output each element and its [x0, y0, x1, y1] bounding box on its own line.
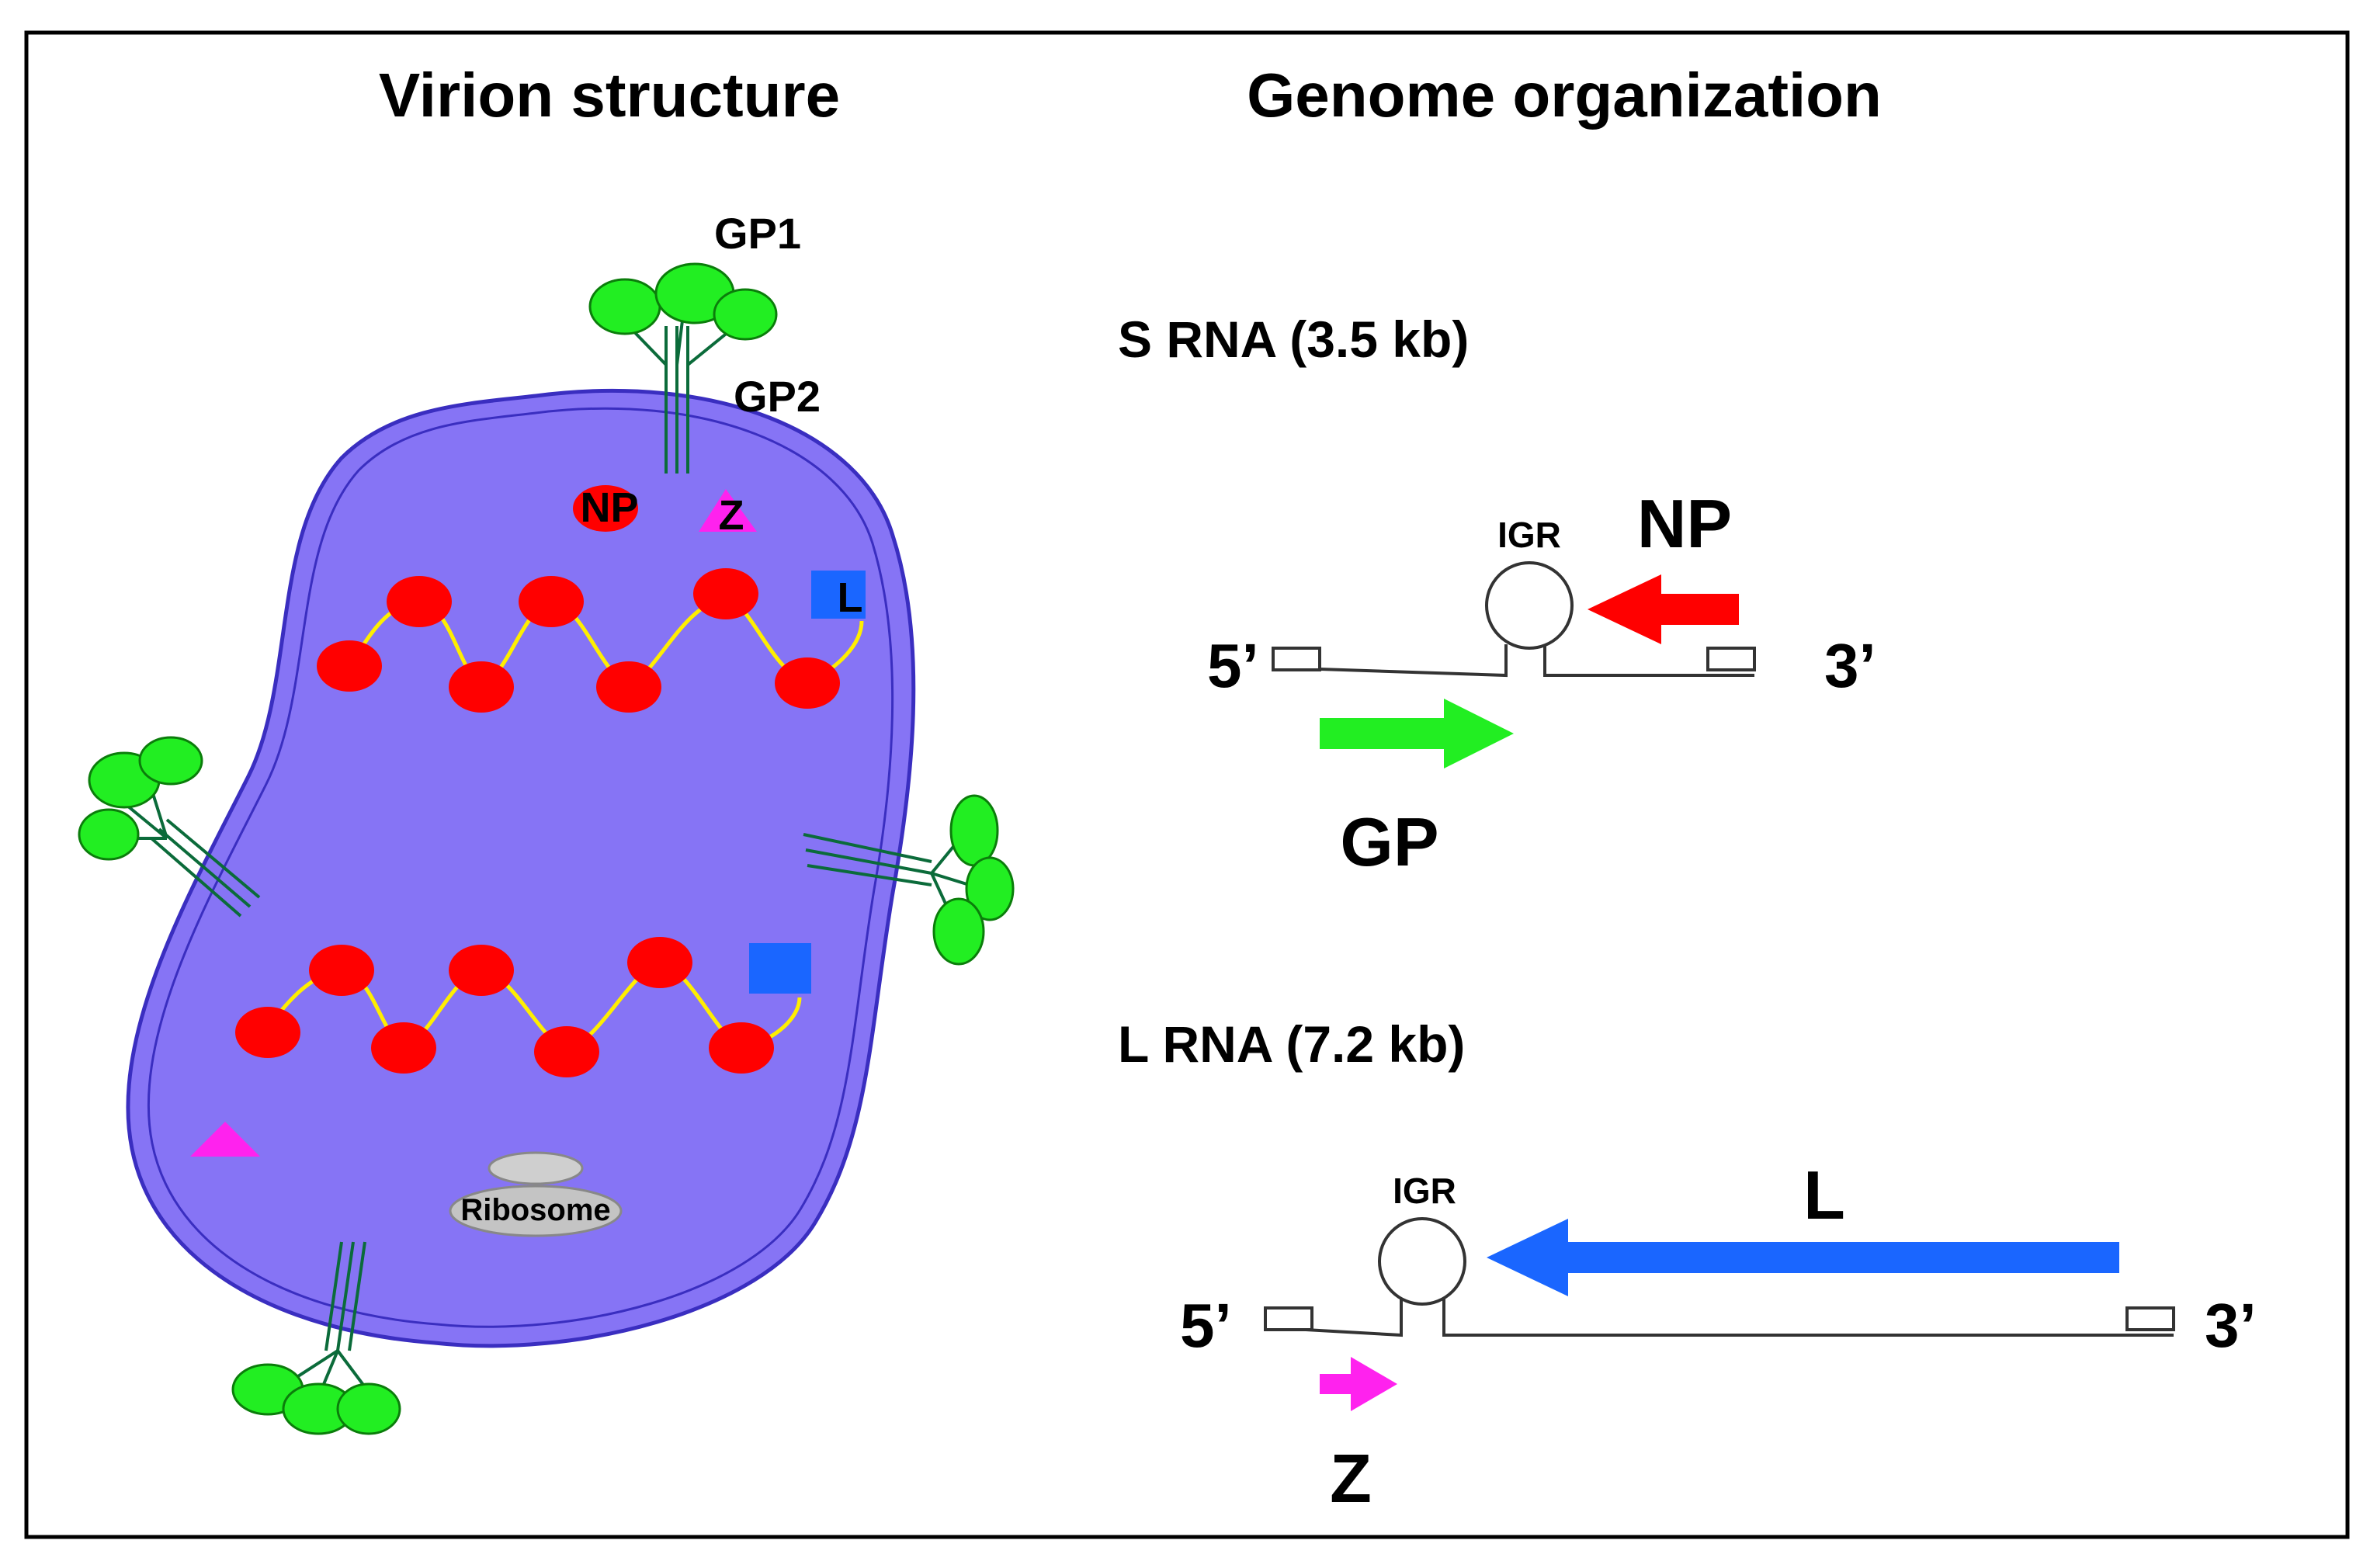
np-bead [693, 568, 758, 619]
l-rna-3-end-box [2125, 1306, 2175, 1331]
np-bead [317, 640, 382, 692]
nucleocapsid-upper: L [317, 568, 866, 713]
np-bead [519, 576, 584, 627]
np-bead [449, 661, 514, 713]
glycoprotein-spike-left [78, 736, 261, 918]
s-rna-gp-label: GP [1340, 803, 1438, 880]
s-rna-5-end-box [1272, 647, 1321, 671]
np-protein [573, 485, 638, 532]
np-bead [235, 1007, 300, 1058]
l-rna-segment: L RNA (7.2 kb) IGR L 5’ 3’ Z [1118, 1015, 2257, 1517]
virion-title: Virion structure [379, 61, 840, 130]
s-rna-gp-arrow [1320, 699, 1514, 768]
gp1-lobe [588, 278, 661, 335]
s-rna-np-arrow [1588, 574, 1739, 644]
np-bead [387, 576, 452, 627]
s-rna-3-end-box [1706, 647, 1756, 671]
glycoprotein-spike-right [803, 794, 1015, 966]
s-rna-np-label: NP [1637, 485, 1732, 562]
genome-title: Genome organization [1247, 61, 1882, 130]
gp1-lobe [138, 736, 203, 786]
np-bead [309, 945, 374, 996]
l-rna-igr-label: IGR [1393, 1171, 1456, 1211]
ribosome-label: Ribosome [460, 1193, 610, 1227]
gp1-lobe [965, 856, 1015, 921]
gp2-label: GP2 [734, 372, 821, 421]
l-rna-igr-hairpin [1378, 1217, 1466, 1306]
z-label: Z [719, 492, 744, 539]
np-bead [627, 937, 692, 988]
s-rna-5-prime: 5’ [1207, 631, 1259, 700]
l-rna-z-label: Z [1330, 1440, 1372, 1517]
np-bead [371, 1022, 436, 1074]
l-rna-title: L RNA (7.2 kb) [1118, 1015, 1465, 1073]
np-bead [775, 657, 840, 709]
l-polymerase [749, 943, 811, 994]
np-bead [534, 1026, 599, 1077]
virion-inner-membrane [147, 407, 894, 1328]
s-rna-igr-label: IGR [1497, 515, 1561, 555]
s-rna-segment: S RNA (3.5 kb) IGR NP 5’ 3’ GP [1118, 310, 1876, 880]
gp1-lobe [949, 794, 999, 867]
np-bead [596, 661, 661, 713]
l-polymerase [811, 571, 866, 619]
virion: GP1 GP2 NP Z L [78, 209, 1015, 1435]
glycoprotein-spike-bottom [231, 1241, 401, 1435]
z-protein-free [190, 1122, 260, 1157]
l-label: L [838, 574, 863, 621]
gp1-lobe [932, 897, 985, 966]
s-rna-backbone [1272, 644, 1754, 678]
np-bead [449, 945, 514, 996]
virion-envelope [126, 388, 916, 1348]
np-bead [709, 1022, 774, 1074]
z-protein [699, 489, 757, 532]
np-label: NP [580, 484, 638, 531]
gp1-lobe [713, 288, 778, 341]
l-rna-l-label: L [1803, 1157, 1845, 1233]
nucleocapsid-lower [235, 937, 811, 1077]
s-rna-3-prime: 3’ [1824, 631, 1876, 700]
ribosome: Ribosome [449, 1151, 623, 1237]
gp1-lobe [336, 1382, 401, 1435]
l-rna-l-arrow [1487, 1219, 2119, 1296]
glycoprotein-spike-top [588, 262, 778, 474]
gp1-label: GP1 [714, 209, 801, 258]
l-rna-3-prime: 3’ [2205, 1291, 2257, 1360]
s-rna-title: S RNA (3.5 kb) [1118, 310, 1469, 368]
l-rna-5-end-box [1264, 1306, 1313, 1331]
s-rna-igr-hairpin [1485, 561, 1574, 650]
gp1-lobe [78, 808, 140, 861]
l-rna-z-arrow [1320, 1357, 1397, 1411]
l-rna-5-prime: 5’ [1180, 1291, 1232, 1360]
